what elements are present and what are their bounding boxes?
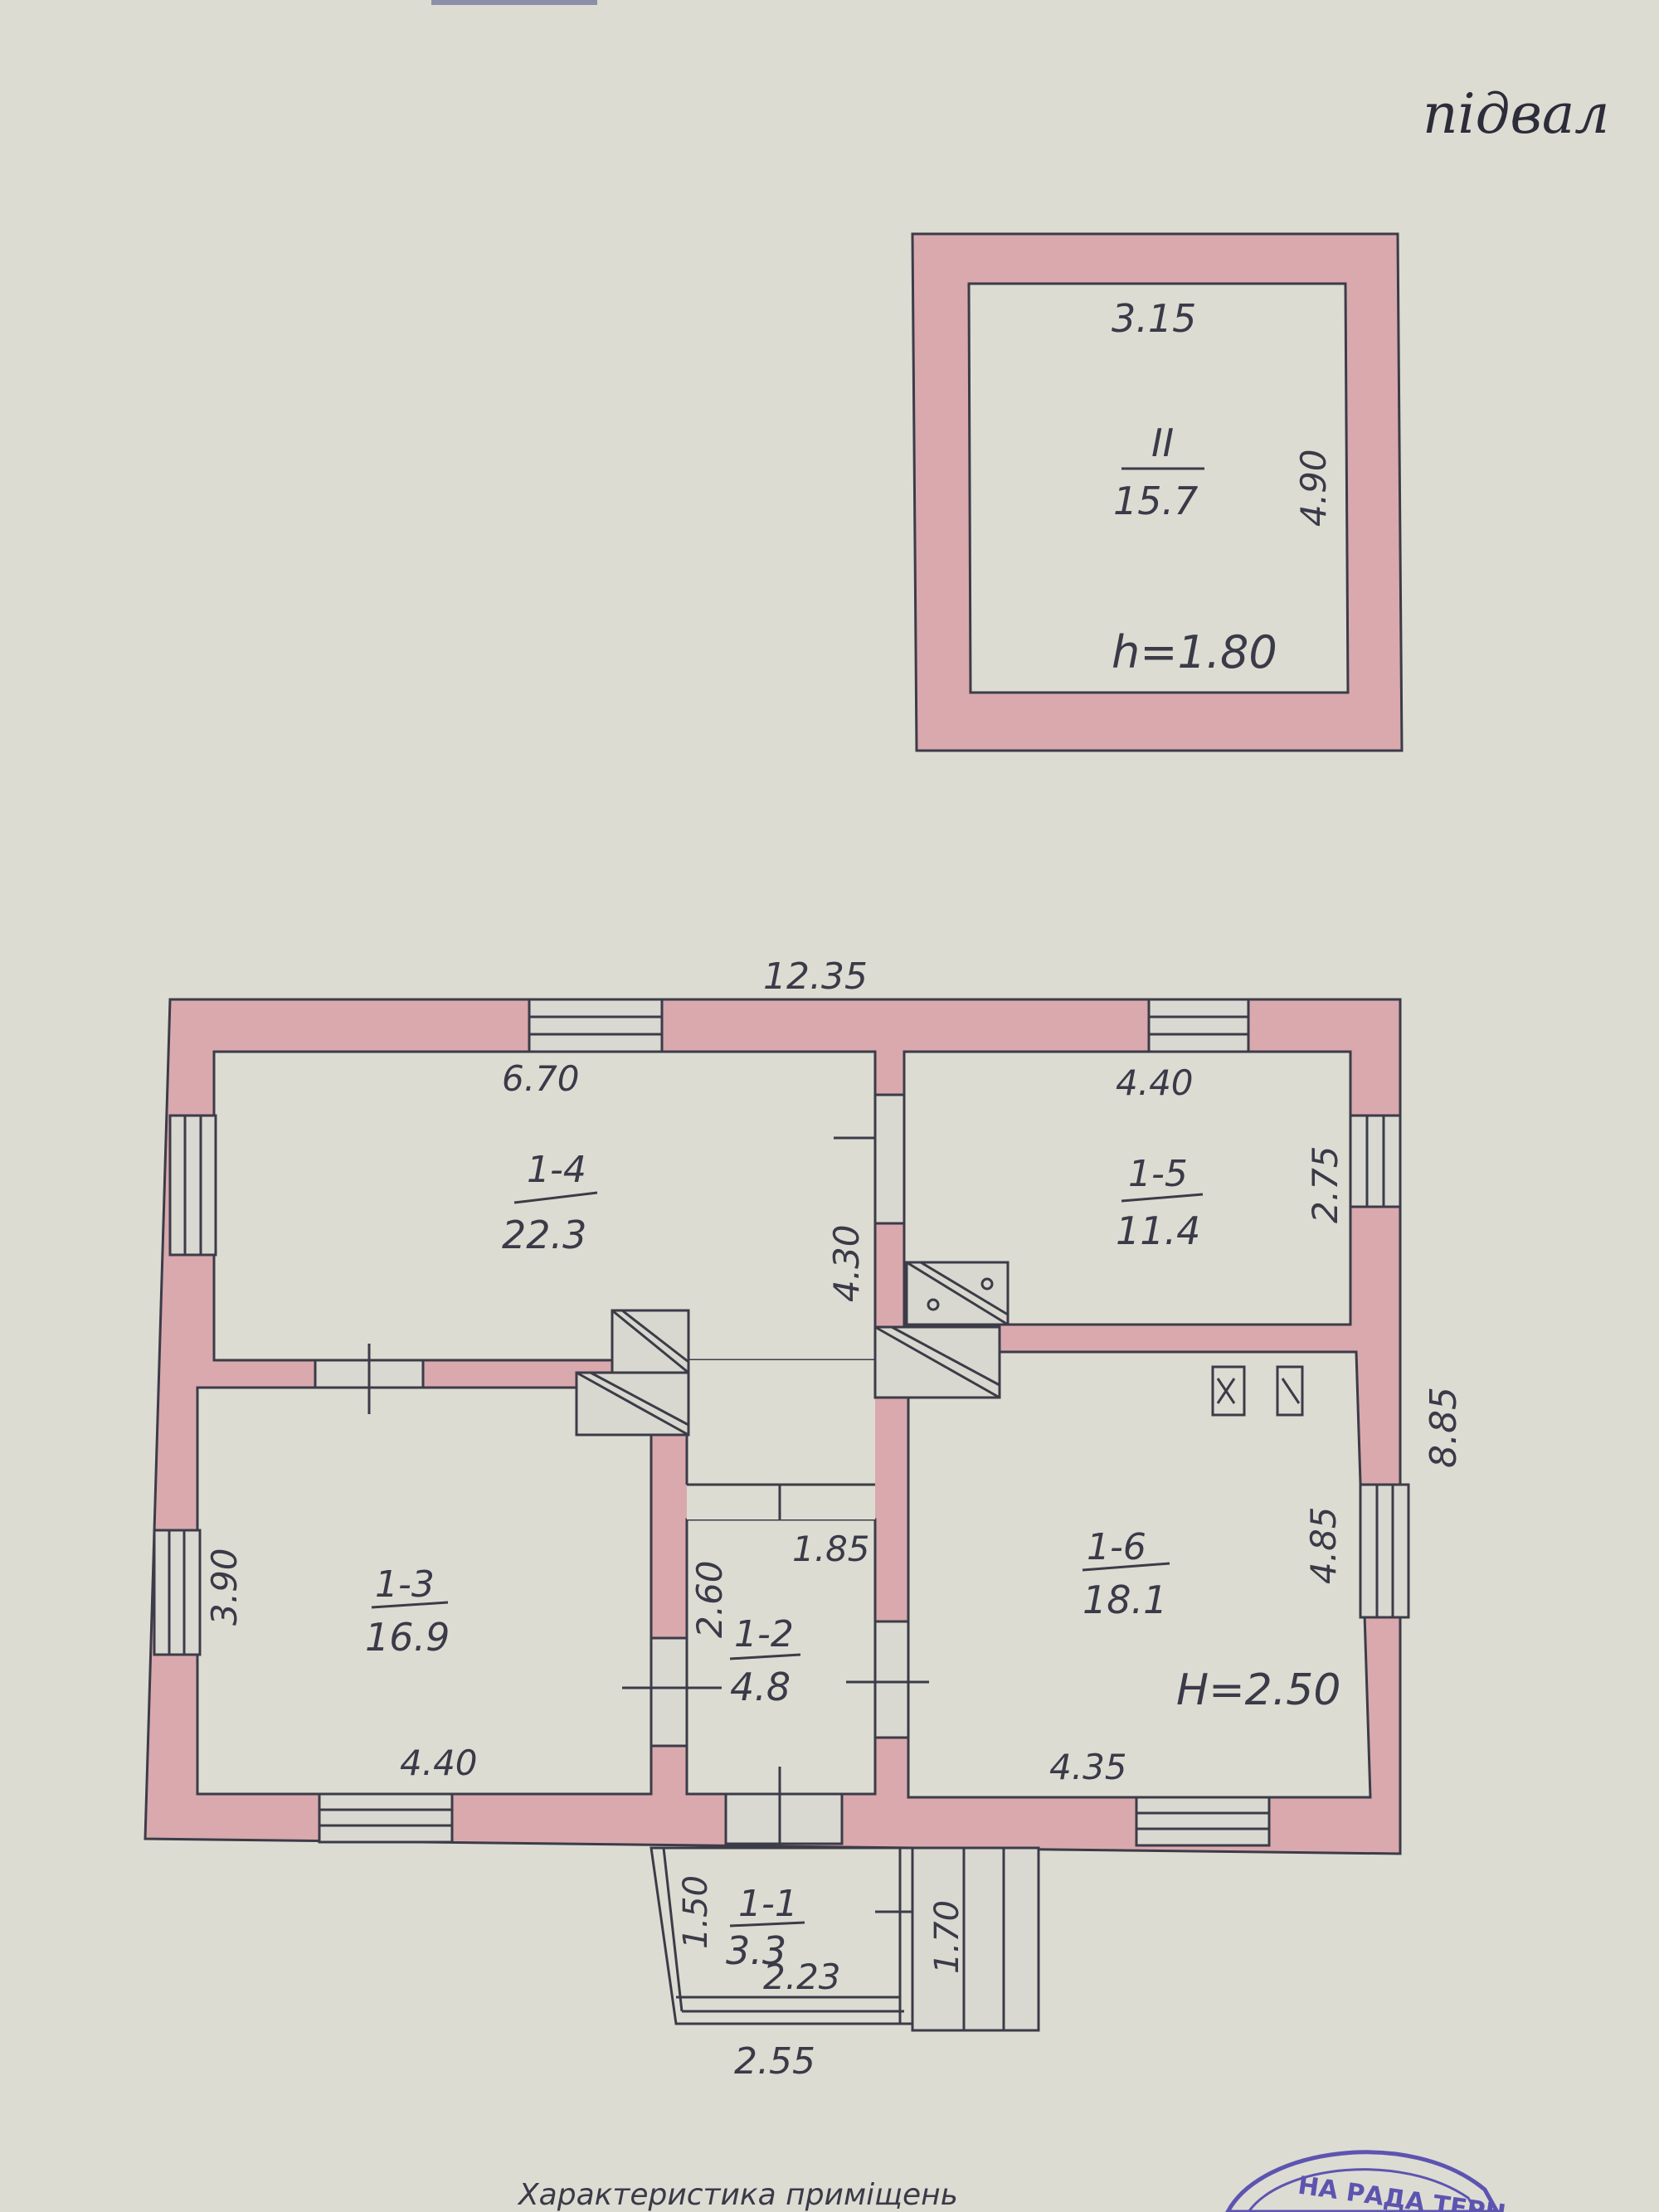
basement-depth-label: 4.90 — [1293, 449, 1334, 527]
paper-clip-mark — [431, 0, 597, 5]
doors — [314, 1093, 929, 1848]
overall-length-label: 12.35 — [763, 955, 868, 998]
footer-caption: Характеристика приміщень — [517, 2178, 958, 2212]
window-bottom-left — [318, 1792, 454, 1844]
room-5-number: 1-5 — [1128, 1153, 1188, 1195]
room5-depth-label: 2.75 — [1305, 1145, 1345, 1223]
window-left-lower — [153, 1529, 202, 1656]
room-labels: 1-4 22.3 1-5 11.4 1-3 16.9 1-2 4.8 1-6 1… — [365, 1149, 1204, 1973]
basement-plan: 3.15 II 15.7 4.90 h=1.80 — [911, 232, 1404, 752]
room-4-area: 22.3 — [502, 1213, 586, 1257]
window-top-left — [528, 998, 664, 1053]
basement-width-label: 3.15 — [1112, 296, 1196, 341]
room3-depth-label: 3.90 — [204, 1548, 245, 1626]
door-entrance — [724, 1792, 844, 1845]
room-5-area: 11.4 — [1116, 1208, 1200, 1253]
room2-width-label: 1.85 — [792, 1529, 870, 1569]
overall-depth-label: 8.85 — [1423, 1387, 1465, 1468]
room-4-number: 1-4 — [527, 1149, 586, 1191]
ceiling-height-label: H=2.50 — [1176, 1665, 1340, 1715]
dimension-labels: 12.35 8.85 6.70 4.30 4.40 2.75 3.90 4.40… — [204, 955, 1465, 2083]
room6-width-label: 4.35 — [1049, 1747, 1127, 1787]
floor-label: підвал — [1423, 82, 1609, 146]
window-top-right — [1147, 998, 1250, 1053]
window-left-upper — [168, 1114, 217, 1257]
porch-width-label: 2.23 — [763, 1957, 841, 1997]
windows — [153, 998, 1410, 1847]
room-3-number: 1-3 — [375, 1563, 435, 1606]
basement-room-number: II — [1151, 421, 1174, 465]
sink-symbol-right — [1276, 1365, 1304, 1417]
stamp-text: НА РАДА ТЕРН — [1297, 2171, 1508, 2212]
basement-height-label: h=1.80 — [1112, 626, 1277, 678]
stamp: НА РАДА ТЕРН — [1225, 2150, 1508, 2212]
room-1-area: 3.3 — [726, 1928, 786, 1973]
door-room3-room2 — [649, 1636, 688, 1748]
room-2-number: 1-2 — [734, 1613, 794, 1655]
room3-width-label: 4.40 — [400, 1743, 478, 1783]
window-bottom-right — [1135, 1796, 1271, 1847]
room4-depth-label: 4.30 — [826, 1224, 867, 1302]
porch-side-label: 1.70 — [928, 1900, 966, 1974]
basement-area: 15.7 — [1113, 479, 1198, 523]
room2-depth-label: 2.60 — [689, 1560, 730, 1638]
house-plan: 1-4 22.3 1-5 11.4 1-3 16.9 1-2 4.8 1-6 1… — [144, 955, 1465, 2083]
room5-width-label: 4.40 — [1116, 1062, 1194, 1103]
room4-width-label: 6.70 — [502, 1058, 580, 1099]
footer: Характеристика приміщень НА РАДА ТЕРН — [517, 2150, 1508, 2212]
porch — [649, 1846, 1040, 2032]
room-1-number: 1-1 — [738, 1883, 798, 1925]
sink-symbols — [1211, 1365, 1304, 1417]
door-room4-room5 — [873, 1093, 906, 1225]
door-room2-room6 — [873, 1620, 910, 1739]
porch-outer-label: 2.55 — [734, 2040, 815, 2083]
porch-steps — [911, 1846, 1040, 2032]
room6-depth-label: 4.85 — [1303, 1506, 1344, 1584]
stoves — [575, 1261, 1010, 1437]
window-right-lower — [1359, 1483, 1410, 1619]
room-6-number: 1-6 — [1087, 1526, 1146, 1568]
stamp-ring — [1225, 2150, 1500, 2212]
porch-depth-label: 1.50 — [677, 1875, 715, 1949]
room-3-area: 16.9 — [365, 1615, 450, 1660]
window-right-upper — [1349, 1114, 1402, 1208]
room-6-area: 18.1 — [1082, 1578, 1167, 1622]
basement-walls — [911, 232, 1404, 752]
room-2-area: 4.8 — [730, 1665, 791, 1709]
sink-symbol-left — [1211, 1365, 1246, 1417]
